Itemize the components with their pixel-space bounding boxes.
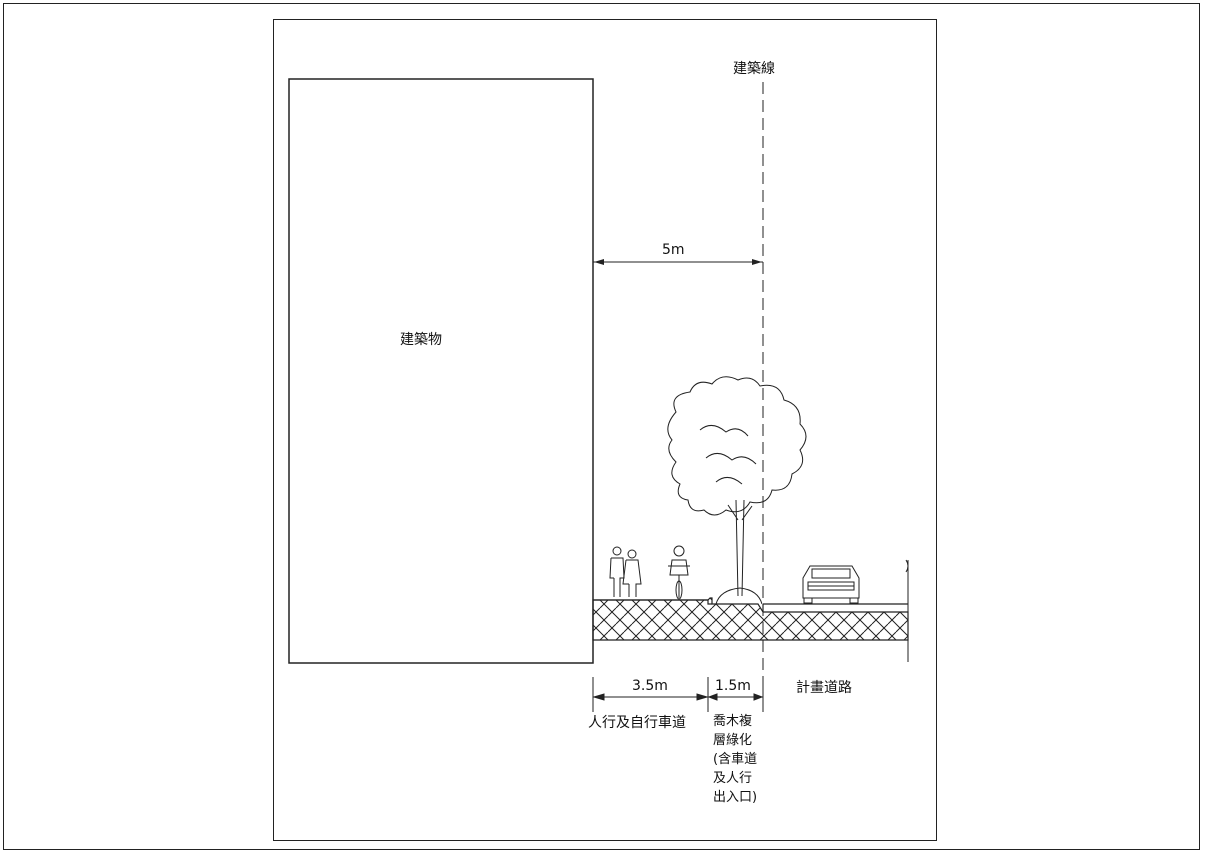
bottom-dimensions (592, 677, 764, 712)
building-label: 建築物 (400, 332, 442, 348)
planned-road-label: 計畫道路 (796, 680, 852, 696)
cyclist-figure (668, 545, 690, 600)
building-block (288, 78, 594, 664)
setback-label: 5m (662, 242, 685, 258)
sidewalk-label: 人行及自行車道 (588, 715, 686, 731)
tree-figure (667, 376, 807, 605)
building-line-label: 建築線 (733, 61, 775, 77)
outer-frame (3, 3, 1200, 850)
sidewalk-width-label: 3.5m (632, 678, 668, 694)
car-figure (802, 565, 860, 604)
drawing-frame (273, 19, 937, 841)
ground-section (592, 559, 909, 662)
pedestrians-figure (609, 546, 642, 597)
setback-dimension (593, 259, 763, 265)
planting-width-label: 1.5m (715, 678, 751, 694)
planting-label: 喬木複 層綠化 (含車道 及人行 出入口) (713, 714, 758, 805)
